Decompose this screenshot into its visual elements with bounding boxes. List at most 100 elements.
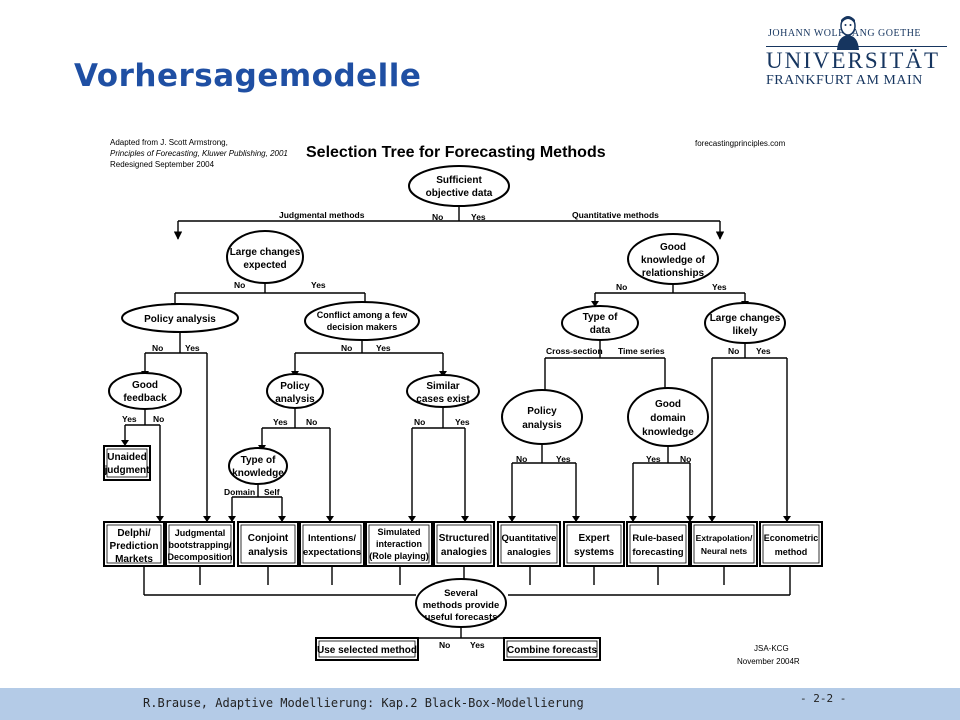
method-bootstrapping-label: Judgmental bbox=[175, 528, 226, 538]
decision-conflict bbox=[304, 301, 420, 341]
decision-large-changes bbox=[226, 230, 304, 284]
edge-yes: Yes bbox=[556, 454, 571, 464]
label-large-changes-likely: likely bbox=[732, 326, 757, 337]
edge-yes: Yes bbox=[185, 343, 200, 353]
label-several-methods: methods provide bbox=[423, 600, 500, 611]
method-simulated-label: Simulated bbox=[377, 527, 420, 537]
method-delphi-label: Prediction bbox=[110, 541, 159, 552]
label-good-feedback: Good bbox=[132, 380, 158, 391]
method-econometric-label: method bbox=[775, 547, 808, 557]
label-several-methods: useful forecasts bbox=[425, 612, 498, 623]
method-intentions-label: Intentions/ bbox=[308, 533, 356, 544]
label-good-feedback: feedback bbox=[123, 393, 167, 404]
method-delphi-label: Delphi/ bbox=[117, 528, 151, 539]
label-policy-analysis-3: analysis bbox=[522, 420, 562, 431]
slide-title: Vorhersagemodelle bbox=[74, 58, 422, 94]
signature-line-1: JSA-KCG bbox=[754, 644, 789, 653]
method-rule-based-label: forecasting bbox=[632, 547, 683, 558]
label-type-of-knowledge: knowledge bbox=[232, 468, 284, 479]
edge-time-series: Time series bbox=[618, 346, 665, 356]
label-good-knowledge: Good bbox=[660, 242, 686, 253]
method-structured-label: Structured bbox=[439, 533, 490, 544]
edge-no: No bbox=[152, 343, 163, 353]
decision-several-methods bbox=[415, 578, 507, 628]
label-type-of-data: data bbox=[590, 325, 611, 336]
edge-domain: Domain bbox=[224, 487, 255, 497]
edge-no: No bbox=[680, 454, 691, 464]
method-quantitative-label: analogies bbox=[507, 547, 551, 558]
page-number: - 2-2 - bbox=[800, 692, 847, 705]
edge-no: No bbox=[306, 417, 317, 427]
method-extrapolation-label: Extrapolation/ bbox=[696, 533, 753, 543]
decision-sufficient-data bbox=[408, 165, 510, 207]
method-expert-label: systems bbox=[574, 547, 614, 558]
edge-yes: Yes bbox=[471, 212, 486, 222]
credit-line-2: Principles of Forecasting, Kluwer Publis… bbox=[110, 149, 288, 158]
label-large-changes-likely: Large changes bbox=[710, 313, 781, 324]
edge-no: No bbox=[516, 454, 527, 464]
edge-yes: Yes bbox=[756, 346, 771, 356]
label-conflict: Conflict among a few bbox=[317, 310, 409, 320]
decision-policy-analysis-1 bbox=[121, 303, 239, 333]
logo-university: UNIVERSITÄT bbox=[766, 48, 941, 73]
edge-yes: Yes bbox=[122, 414, 137, 424]
method-bootstrapping-label: bootstrapping/ bbox=[169, 540, 232, 550]
method-expert-label: Expert bbox=[578, 533, 610, 544]
university-logo: JOHANN WOLFGANG GOETHE UNIVERSITÄT FRANK… bbox=[748, 14, 948, 94]
method-intentions-label: expectations bbox=[303, 547, 361, 558]
label-good-knowledge: knowledge of bbox=[641, 255, 706, 266]
edge-labels: Judgmental methods Quantitative methods … bbox=[122, 210, 771, 650]
label-policy-analysis-3: Policy bbox=[527, 406, 557, 417]
method-econometric-label: Econometric bbox=[764, 533, 819, 543]
method-structured-label: analogies bbox=[441, 547, 488, 558]
edge-yes: Yes bbox=[470, 640, 485, 650]
edge-yes: Yes bbox=[712, 282, 727, 292]
edge-yes: Yes bbox=[311, 280, 326, 290]
decision-similar-cases bbox=[406, 374, 480, 408]
edge-no: No bbox=[341, 343, 352, 353]
signature-line-2: November 2004R bbox=[737, 657, 800, 666]
decision-good-knowledge bbox=[627, 233, 719, 285]
method-rule-based-label: Rule-based bbox=[632, 533, 683, 544]
decision-good-feedback bbox=[108, 372, 182, 410]
label-similar-cases: Similar bbox=[426, 381, 459, 392]
label-good-knowledge: relationships bbox=[642, 268, 705, 279]
decision-type-of-data bbox=[561, 305, 639, 341]
method-bootstrapping-label: Decomposition bbox=[167, 552, 232, 562]
edge-no: No bbox=[728, 346, 739, 356]
label-type-of-data: Type of bbox=[583, 312, 618, 323]
edge-yes: Yes bbox=[376, 343, 391, 353]
label-policy-analysis-2: Policy bbox=[280, 381, 310, 392]
edge-no: No bbox=[439, 640, 450, 650]
method-extrapolation-label: Neural nets bbox=[701, 546, 748, 556]
decision-large-changes-likely bbox=[704, 302, 786, 344]
edge-yes: Yes bbox=[646, 454, 661, 464]
label-conflict: decision makers bbox=[327, 322, 398, 332]
label-several-methods: Several bbox=[444, 588, 478, 599]
label-sufficient: objective data bbox=[426, 188, 493, 199]
credit-line-1: Adapted from J. Scott Armstrong, bbox=[110, 138, 228, 147]
diagram-title: Selection Tree for Forecasting Methods bbox=[306, 144, 606, 161]
credit-line-3: Redesigned September 2004 bbox=[110, 160, 215, 169]
method-unaided-label: Unaided bbox=[107, 452, 146, 463]
edge-no: No bbox=[234, 280, 245, 290]
edge-yes: Yes bbox=[273, 417, 288, 427]
diagram-source: forecastingprinciples.com bbox=[695, 139, 786, 148]
logo-city: FRANKFURT AM MAIN bbox=[766, 73, 923, 88]
edge-quantitative-methods: Quantitative methods bbox=[572, 210, 659, 220]
method-unaided-label: judgment bbox=[104, 465, 151, 476]
outcome-combine-label: Combine forecasts bbox=[507, 645, 597, 656]
edge-no: No bbox=[432, 212, 443, 222]
decision-good-domain bbox=[627, 387, 709, 447]
edge-judgmental-methods: Judgmental methods bbox=[279, 210, 365, 220]
label-good-domain: domain bbox=[650, 413, 686, 424]
label-policy-analysis-2: analysis bbox=[275, 394, 315, 405]
outcome-use-selected-label: Use selected method bbox=[317, 645, 417, 656]
label-good-domain: knowledge bbox=[642, 427, 694, 438]
label-large-changes: expected bbox=[243, 260, 286, 271]
edge-self: Self bbox=[264, 487, 280, 497]
method-conjoint-label: Conjoint bbox=[248, 533, 289, 544]
label-type-of-knowledge: Type of bbox=[241, 455, 276, 466]
method-simulated-label: (Role playing) bbox=[369, 551, 429, 561]
